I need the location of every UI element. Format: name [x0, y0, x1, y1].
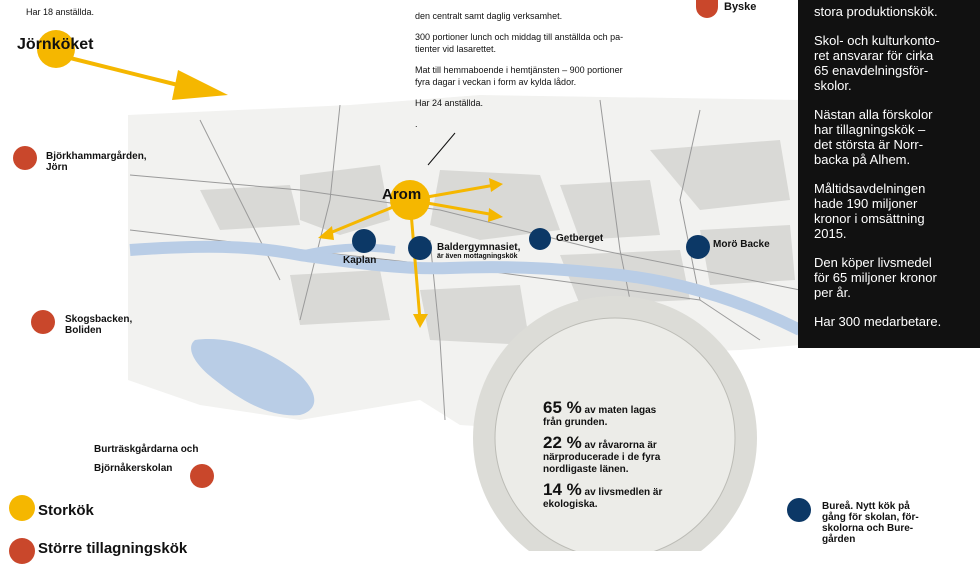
- legend-storkok-label: Storkök: [38, 502, 94, 519]
- burtrask-label: Burträskgårdarna och Björnåkerskolan: [94, 444, 199, 474]
- jornkoket-arrowhead: [172, 70, 228, 100]
- stat-1: 65 % av maten lagas från grunden.: [543, 399, 703, 429]
- arom-label: Arom: [382, 186, 422, 203]
- bjorkhammar-label: Björkhammargården, Jörn: [46, 151, 147, 173]
- sidebar-line-1: stora produktionskök.: [814, 4, 938, 19]
- mottagningskok-marker-kaplan: [352, 229, 376, 253]
- balder-sublabel: är även mottagningskök: [437, 253, 518, 260]
- storkok-marker-jornkoket: [37, 30, 75, 68]
- storkok-marker-arom: [390, 180, 430, 220]
- tillagningskok-marker-skogsbacken: [31, 310, 55, 334]
- stat-1-pct: 65 %: [543, 398, 582, 417]
- sidebar-line-5: Den köper livsmedel för 65 miljoner kron…: [814, 255, 937, 300]
- arom-description: den centralt samt daglig verksamhet. 300…: [415, 10, 630, 139]
- stats-circle-inner: [494, 317, 736, 551]
- arom-desc-line-4: Mat till hemmaboende i hemtjänsten – 900…: [415, 65, 623, 75]
- mottagningskok-marker-burea: [787, 498, 811, 522]
- arom-desc-line-6: Har 24 anställda.: [415, 98, 484, 108]
- stat-2-text: av råvarorna är närproducerade i de fyra…: [543, 440, 661, 475]
- arom-desc-line-3: tienter vid lasarettet.: [415, 44, 497, 54]
- balder-label: Baldergymnasiet,: [437, 242, 521, 253]
- jornkoket-arrow: [57, 53, 191, 90]
- jornkoket-label: Jörnköket: [17, 36, 94, 53]
- stat-3: 14 % av livsmedlen är ekologiska.: [543, 481, 703, 511]
- sidebar-line-6: Har 300 medarbetare.: [814, 314, 942, 329]
- tillagningskok-marker-burtrask: [190, 464, 214, 488]
- pointer-line: [427, 132, 456, 166]
- mottagningskok-marker-getberget: [529, 228, 551, 250]
- tillagningskok-marker-byske: [696, 0, 718, 18]
- stat-1-text: av maten lagas från grunden.: [543, 405, 657, 428]
- town-map: [57, 53, 803, 551]
- arom-arrowheads: [318, 178, 503, 328]
- arom-desc-line-1: den centralt samt daglig verksamhet.: [415, 11, 563, 21]
- tillagningskok-marker-bjorkhammar: [13, 146, 37, 170]
- burea-label: Bureå. Nytt kök på gång för skolan, för-…: [822, 501, 919, 545]
- stat-2: 22 % av råvarorna är närproducerade i de…: [543, 434, 703, 476]
- legend-storkok-swatch: [9, 495, 35, 521]
- legend-tillagningskok-label: Större tillagningskök: [38, 540, 188, 557]
- river: [129, 240, 803, 336]
- top-left-note: Har 18 anställda.: [26, 7, 95, 17]
- moro-label: Morö Backe: [713, 239, 770, 250]
- sidebar-line-2: Skol- och kulturkonto- ret ansvarar för …: [814, 33, 940, 93]
- info-sidebar: stora produktionskök. Skol- och kulturko…: [798, 0, 980, 348]
- urban-areas: [200, 140, 795, 345]
- river-branch: [299, 243, 396, 259]
- sidebar-line-4: Måltidsavdelningen hade 190 miljoner kro…: [814, 181, 926, 241]
- stat-3-pct: 14 %: [543, 480, 582, 499]
- stat-3-text: av livsmedlen är ekologiska.: [543, 487, 663, 510]
- kaplan-label: Kaplan: [343, 255, 377, 266]
- lake: [191, 339, 315, 416]
- arom-desc-line-2: 300 portioner lunch och middag till anst…: [415, 32, 624, 42]
- getberget-label: Getberget: [556, 233, 604, 244]
- skogsbacken-label: Skogsbacken, Boliden: [65, 314, 133, 336]
- mottagningskok-marker-balder: [408, 236, 432, 260]
- byske-label: Byske: [724, 1, 757, 13]
- arom-desc-line-5: fyra dagar i veckan i form av kylda lådo…: [415, 77, 577, 87]
- stat-2-pct: 22 %: [543, 433, 582, 452]
- arom-desc-line-7: .: [415, 119, 418, 129]
- legend-tillagningskok-swatch: [9, 538, 35, 564]
- mottagningskok-marker-moro: [686, 235, 710, 259]
- sidebar-line-3: Nästan alla förskolor har tillagningskök…: [814, 107, 933, 167]
